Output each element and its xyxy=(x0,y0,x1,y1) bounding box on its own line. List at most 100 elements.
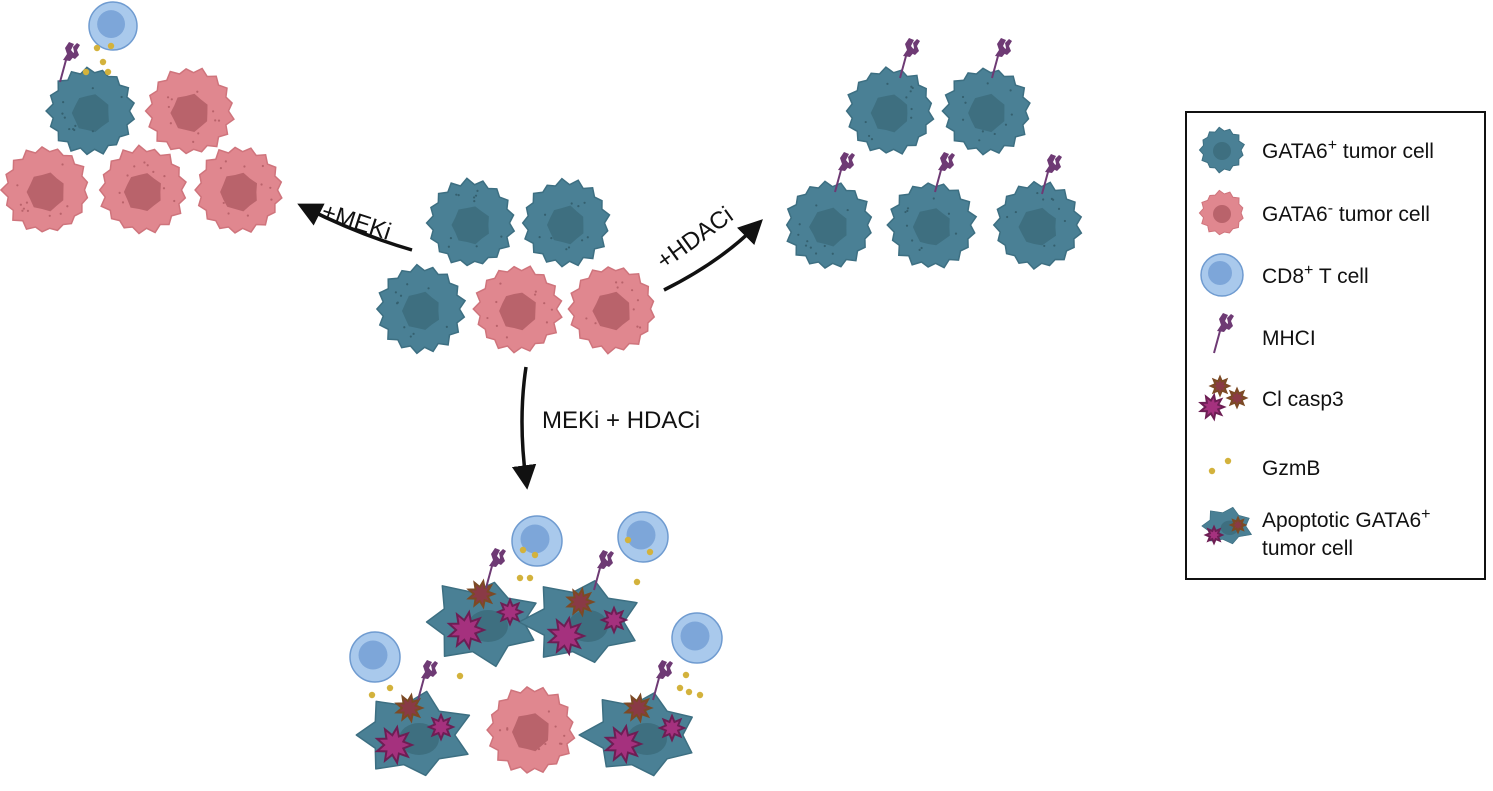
meki-t-cell xyxy=(88,1,138,51)
combo-gzmb-dot xyxy=(531,551,539,559)
combo-t-cell-2 xyxy=(617,511,669,563)
combo-gzmb-dot xyxy=(624,536,632,544)
legend-label-apop-line2: tumor cell xyxy=(1262,537,1353,560)
combo-casp3-icon xyxy=(546,615,587,657)
legend-item-gata6-pos: GATA6+ tumor cell xyxy=(1198,126,1434,174)
legend-item-apop: Apoptotic GATA6+ tumor cell xyxy=(1201,506,1430,560)
mhci-icon xyxy=(1213,313,1234,354)
meki-gata6-negative-cell-4 xyxy=(194,146,283,234)
combo-casp3-icon xyxy=(565,586,596,618)
cd8-t-cell-icon xyxy=(1200,253,1244,297)
combo-casp3-icon xyxy=(466,578,497,610)
meki-gzmb-dot xyxy=(104,68,112,76)
meki-gata6-negative-cell-3 xyxy=(98,144,187,235)
combo-gzmb-dot xyxy=(685,688,693,696)
center-gata6-negative-cell-2 xyxy=(567,266,656,355)
legend-casp3-shape xyxy=(1198,392,1227,422)
meki-gzmb-dot xyxy=(99,58,107,66)
hdaci-gata6-positive-cell-2 xyxy=(941,67,1031,156)
legend-label-casp3: Cl casp3 xyxy=(1262,388,1344,411)
combo-casp3-icon xyxy=(374,724,415,766)
combo-t-cell-4 xyxy=(671,612,723,664)
combo-gzmb-dot xyxy=(519,546,527,554)
meki-label: +MEKi xyxy=(318,198,394,246)
hdaci-mhci-icon xyxy=(834,152,855,193)
meki-mhci-icon xyxy=(59,42,80,83)
legend-item-casp3: Cl casp3 xyxy=(1198,374,1344,422)
combo-gzmb-dot xyxy=(526,574,534,582)
combo-t-cell-1 xyxy=(511,515,563,567)
legend-item-gata6-neg: GATA6- tumor cell xyxy=(1198,189,1430,236)
meki-gata6-negative-cell-1 xyxy=(144,67,235,155)
cell-layer xyxy=(0,1,1083,777)
combo-gata6-negative-cell xyxy=(486,686,576,774)
combo-casp3-icon xyxy=(446,609,487,651)
meki-gata6-negative-cell-2 xyxy=(0,146,89,233)
combo-mhci-icon xyxy=(417,660,438,701)
combo-gzmb-dot xyxy=(456,672,464,680)
center-gata6-positive-cell-2 xyxy=(521,177,611,268)
legend-label-gata6-pos: GATA6+ tumor cell xyxy=(1262,137,1434,163)
hdaci-gata6-positive-cell-1 xyxy=(845,66,935,155)
combo-gzmb-dot xyxy=(646,548,654,556)
apoptotic-tumor-cell-icon xyxy=(1201,506,1252,546)
legend-gzmb-dot xyxy=(1224,457,1232,465)
legend-casp3-shape xyxy=(1208,374,1232,398)
granzyme-b-icon xyxy=(1208,457,1232,475)
legend-gzmb-dot xyxy=(1208,467,1216,475)
combo-gzmb-dot xyxy=(633,578,641,586)
hdaci-gata6-positive-cell-3 xyxy=(785,180,873,269)
combo-gzmb-dot xyxy=(682,671,690,679)
meki-gata6-positive-cell xyxy=(45,66,136,156)
legend-label-cd8: CD8+ T cell xyxy=(1262,262,1369,288)
meki-gzmb-dot xyxy=(107,42,115,50)
combo-arrow xyxy=(511,366,537,490)
center-gata6-positive-cell-3 xyxy=(375,263,467,355)
combo-casp3-icon xyxy=(394,692,425,724)
cleaved-caspase3-icon xyxy=(1198,374,1249,422)
center-gata6-negative-cell-1 xyxy=(472,265,563,354)
combo-label: MEKi + HDACi xyxy=(542,407,700,434)
legend-label-apop: Apoptotic GATA6+ xyxy=(1262,506,1430,532)
hdaci-label: +HDACi xyxy=(652,202,739,275)
combo-t-cell-3 xyxy=(349,631,401,683)
combo-casp3-icon xyxy=(623,692,654,724)
legend-item-gzmb: GzmB xyxy=(1208,457,1320,480)
combo-casp3-icon xyxy=(603,723,644,765)
hdaci-gata6-positive-cell-5 xyxy=(992,180,1083,271)
hdaci-gata6-positive-cell-4 xyxy=(886,182,978,269)
legend-label-gata6-neg: GATA6- tumor cell xyxy=(1262,200,1430,226)
legend-mhci-shape xyxy=(1213,313,1234,354)
center-gata6-positive-cell-1 xyxy=(425,177,516,267)
combo-casp3-icon xyxy=(657,713,687,743)
legend-casp3-shape xyxy=(1228,515,1248,535)
legend-item-cd8: CD8+ T cell xyxy=(1200,253,1369,297)
combo-mhci-icon xyxy=(652,660,673,701)
combo-mhci-icon xyxy=(485,548,506,589)
hdaci-mhci-icon xyxy=(934,152,955,193)
legend-casp3-shape xyxy=(1203,524,1225,546)
gata6-positive-tumor-cell-icon xyxy=(1198,126,1245,174)
hdaci-arrow xyxy=(663,219,763,292)
meki-arrow xyxy=(297,203,413,252)
legend-box xyxy=(1185,111,1486,580)
combo-gzmb-dot xyxy=(516,574,524,582)
meki-gzmb-dot xyxy=(82,68,90,76)
combo-gzmb-dot xyxy=(696,691,704,699)
combo-gzmb-dot xyxy=(386,684,394,692)
combo-mhci-icon xyxy=(593,550,614,591)
combo-casp3-icon xyxy=(599,605,629,635)
combo-gzmb-dot xyxy=(676,684,684,692)
legend-label-gzmb: GzmB xyxy=(1262,457,1320,480)
legend-casp3-shape xyxy=(1225,386,1249,410)
gata6-negative-tumor-cell-icon xyxy=(1198,189,1244,236)
meki-gzmb-dot xyxy=(93,44,101,52)
hdaci-mhci-icon xyxy=(1041,154,1062,195)
hdaci-mhci-icon xyxy=(991,38,1012,79)
hdaci-mhci-icon xyxy=(899,38,920,79)
legend-item-mhci: MHCI xyxy=(1213,313,1316,354)
combo-gzmb-dot xyxy=(368,691,376,699)
legend-label-mhci: MHCI xyxy=(1262,327,1316,350)
